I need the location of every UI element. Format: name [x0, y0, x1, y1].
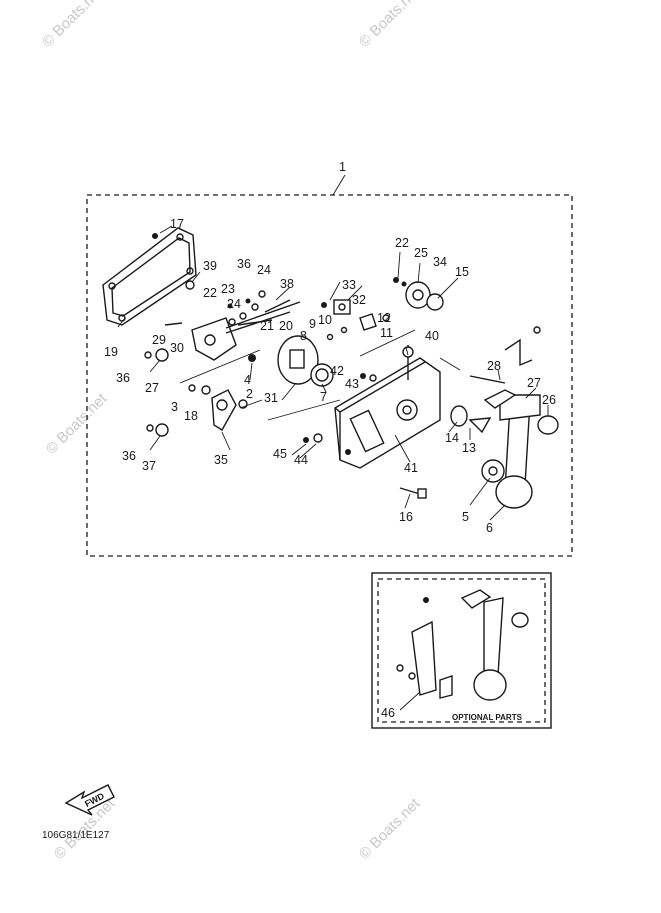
label-36b: 36 [116, 371, 130, 385]
leader-lines [117, 225, 549, 521]
label-24: 24 [257, 263, 271, 277]
control-box-housing [334, 345, 441, 469]
label-19: 19 [104, 345, 118, 359]
label-42: 42 [330, 364, 344, 378]
drawing-code: 106G81/1E127 [42, 830, 110, 841]
label-8: 8 [300, 329, 307, 343]
fwd-arrow [64, 784, 115, 816]
link-rod-parts [227, 290, 291, 326]
assembly-guide-lines [179, 329, 461, 421]
watermark: © Boats.net [39, 0, 107, 51]
label-27b: 27 [527, 376, 541, 390]
control-handle [450, 326, 559, 509]
label-5: 5 [462, 510, 469, 524]
label-39: 39 [203, 259, 217, 273]
label-36: 36 [237, 257, 251, 271]
label-10: 10 [318, 313, 332, 327]
watermark: © Boats.net [356, 0, 424, 51]
label-13: 13 [462, 441, 476, 455]
label-11: 11 [380, 326, 393, 340]
label-20: 20 [279, 319, 293, 333]
label-18: 18 [184, 409, 198, 423]
label-25: 25 [414, 246, 428, 260]
label-3: 3 [171, 400, 178, 414]
label-36c: 36 [122, 449, 136, 463]
label-38: 38 [280, 277, 294, 291]
label-33: 33 [342, 278, 356, 292]
watermark: © Boats.net [43, 390, 111, 458]
label-2: 2 [246, 387, 253, 401]
label-12: 12 [377, 311, 391, 325]
small-parts-cluster [321, 299, 390, 341]
part-labels: 17 39 36 24 38 22 23 24 21 20 29 30 19 3… [104, 217, 556, 535]
label-15: 15 [455, 265, 469, 279]
label-16: 16 [399, 510, 413, 524]
label-6: 6 [486, 521, 493, 535]
gear-stack [393, 277, 444, 311]
label-21: 21 [260, 319, 274, 333]
label-44: 44 [294, 453, 308, 467]
label-43: 43 [345, 377, 359, 391]
label-32: 32 [352, 293, 366, 307]
assembly-frame [86, 194, 573, 557]
label-28: 28 [487, 359, 501, 373]
label-34: 34 [433, 255, 447, 269]
optional-parts-inset [371, 572, 552, 729]
label-41: 41 [404, 461, 418, 475]
label-37: 37 [142, 459, 156, 473]
label-22: 22 [203, 286, 217, 300]
label-14: 14 [445, 431, 459, 445]
label-24b: 24 [227, 297, 241, 311]
label-30: 30 [170, 341, 184, 355]
lever-group-upper [144, 301, 301, 362]
watermark: © Boats.net [356, 795, 424, 863]
label-23: 23 [221, 282, 235, 296]
label-35: 35 [214, 453, 228, 467]
label-assembly: 1 [339, 160, 346, 174]
label-7: 7 [320, 390, 327, 404]
assembly-leader [332, 174, 346, 196]
gear-plate [277, 335, 334, 387]
label-17: 17 [170, 217, 184, 231]
label-45: 45 [273, 447, 287, 461]
label-40: 40 [425, 329, 439, 343]
cover-plate [102, 227, 197, 326]
label-4: 4 [244, 373, 251, 387]
label-9: 9 [309, 317, 316, 331]
optional-parts-caption: OPTIONAL PARTS [452, 713, 523, 722]
label-31: 31 [264, 391, 278, 405]
label-46: 46 [381, 706, 395, 720]
label-27: 27 [145, 381, 159, 395]
label-26: 26 [542, 393, 556, 407]
label-29: 29 [152, 333, 166, 347]
fasteners [303, 373, 427, 499]
lever-group-lower [146, 354, 256, 437]
label-22b: 22 [395, 236, 409, 250]
